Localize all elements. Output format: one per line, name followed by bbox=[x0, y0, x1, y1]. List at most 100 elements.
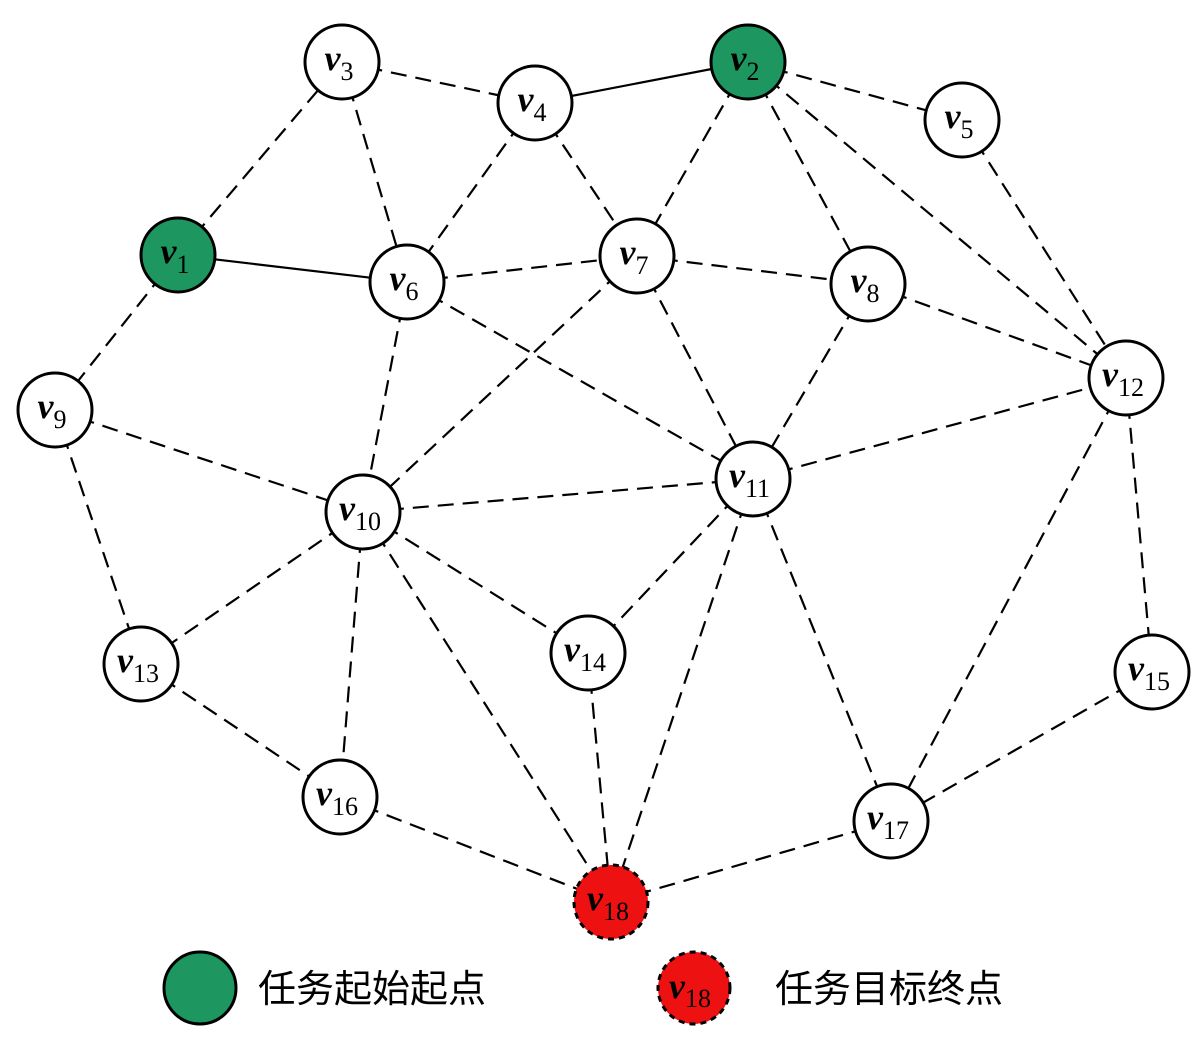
node-v4-letter: v bbox=[518, 79, 535, 119]
node-v6: v6 bbox=[368, 243, 446, 321]
node-v18: v18 bbox=[572, 863, 650, 941]
node-v11: v11 bbox=[714, 440, 792, 518]
node-v9: v9 bbox=[16, 371, 94, 449]
legend-start-label: 任务起始起点 bbox=[258, 967, 486, 1011]
edge-v6-v7 bbox=[406, 254, 638, 284]
node-v12-circle bbox=[1087, 339, 1165, 417]
node-v13-sub: 13 bbox=[133, 659, 159, 688]
edge-v15-v17 bbox=[890, 671, 1153, 822]
node-v14: v14 bbox=[549, 614, 627, 692]
edge-v11-v17 bbox=[751, 478, 893, 822]
node-v14-letter: v bbox=[564, 629, 581, 669]
edge-v11-v14 bbox=[587, 478, 754, 654]
edge-v14-v18 bbox=[586, 652, 613, 903]
node-v15-circle bbox=[1113, 633, 1191, 711]
node-v10: v10 bbox=[324, 473, 402, 551]
node-v2: v2 bbox=[709, 23, 787, 101]
node-v11-sub: 11 bbox=[745, 474, 770, 503]
node-v9-label: v9 bbox=[38, 386, 67, 434]
edge-v17-v18 bbox=[610, 819, 892, 904]
node-v16: v16 bbox=[301, 758, 379, 836]
node-v6-label: v6 bbox=[390, 258, 419, 306]
node-v12: v12 bbox=[1087, 339, 1165, 417]
node-v2-letter: v bbox=[731, 38, 748, 78]
node-v10-circle bbox=[324, 473, 402, 551]
node-v10-letter: v bbox=[339, 488, 356, 528]
node-v2-sub: 2 bbox=[746, 57, 759, 86]
node-v1: v1 bbox=[139, 216, 217, 294]
node-v4-sub: 4 bbox=[533, 98, 546, 127]
node-v11-label: v11 bbox=[729, 455, 770, 503]
node-v3-label: v3 bbox=[325, 38, 354, 86]
node-v5-letter: v bbox=[945, 96, 962, 136]
node-v17-sub: 17 bbox=[883, 816, 909, 845]
legend-target-node-letter: v bbox=[669, 966, 686, 1006]
node-v7: v7 bbox=[598, 217, 676, 295]
node-v13: v13 bbox=[102, 625, 180, 703]
node-v11-letter: v bbox=[729, 455, 746, 495]
node-v7-label: v7 bbox=[620, 232, 649, 280]
node-v16-circle bbox=[301, 758, 379, 836]
node-v9-letter: v bbox=[38, 386, 55, 426]
legend-target-node-label: v18 bbox=[669, 966, 711, 1013]
node-v8-letter: v bbox=[851, 260, 868, 300]
edge-v5-v12 bbox=[961, 119, 1127, 379]
edge-v7-v10 bbox=[362, 255, 638, 513]
node-v4-label: v4 bbox=[518, 79, 547, 127]
edge-v7-v11 bbox=[636, 255, 754, 480]
node-v17: v17 bbox=[852, 782, 930, 860]
legend: 任务起始起点 v18 任务目标终点 bbox=[162, 950, 1003, 1026]
node-v8: v8 bbox=[829, 245, 907, 323]
edge-v9-v10 bbox=[54, 408, 364, 514]
edge-v8-v12 bbox=[867, 282, 1127, 380]
node-v7-letter: v bbox=[620, 232, 637, 272]
node-v15-sub: 15 bbox=[1144, 667, 1170, 696]
edges-layer bbox=[53, 60, 1154, 904]
node-v1-sub: 1 bbox=[176, 250, 189, 279]
edge-v11-v12 bbox=[752, 376, 1127, 481]
node-v13-label: v13 bbox=[117, 640, 159, 688]
node-v17-letter: v bbox=[867, 797, 884, 837]
edge-v6-v10 bbox=[361, 281, 409, 513]
legend-target: v18 任务目标终点 bbox=[656, 950, 1003, 1026]
node-v9-circle bbox=[16, 371, 94, 449]
node-v16-letter: v bbox=[316, 773, 333, 813]
node-v7-circle bbox=[598, 217, 676, 295]
legend-start-swatch bbox=[162, 950, 238, 1026]
node-v16-sub: 16 bbox=[332, 792, 358, 821]
node-v15-label: v15 bbox=[1128, 648, 1170, 696]
node-v16-label: v16 bbox=[316, 773, 358, 821]
node-v13-letter: v bbox=[117, 640, 134, 680]
node-v6-letter: v bbox=[390, 258, 407, 298]
node-v1-label: v1 bbox=[161, 231, 190, 279]
node-v1-letter: v bbox=[161, 231, 178, 271]
node-v6-circle bbox=[368, 243, 446, 321]
edge-v11-v18 bbox=[609, 478, 755, 903]
node-v18-sub: 18 bbox=[603, 897, 629, 926]
node-v3-letter: v bbox=[325, 38, 342, 78]
node-v11-circle bbox=[714, 440, 792, 518]
edge-v12-v15 bbox=[1124, 377, 1154, 673]
node-v18-label: v18 bbox=[587, 878, 629, 926]
node-v1-circle bbox=[139, 216, 217, 294]
node-v14-sub: 14 bbox=[580, 648, 606, 677]
node-v12-label: v12 bbox=[1102, 354, 1144, 402]
legend-start: 任务起始起点 bbox=[162, 950, 486, 1026]
legend-target-label: 任务目标终点 bbox=[775, 967, 1003, 1011]
edge-v9-v13 bbox=[53, 409, 143, 665]
node-v7-sub: 7 bbox=[635, 251, 648, 280]
legend-target-node-sub: 18 bbox=[685, 984, 711, 1013]
node-v3-circle bbox=[303, 23, 381, 101]
node-v3-sub: 3 bbox=[340, 57, 353, 86]
edge-v12-v17 bbox=[890, 377, 1127, 822]
edge-v1-v3 bbox=[177, 61, 343, 256]
node-v17-circle bbox=[852, 782, 930, 860]
node-v9-sub: 9 bbox=[53, 405, 66, 434]
node-v3: v3 bbox=[303, 23, 381, 101]
node-v2-circle bbox=[709, 23, 787, 101]
node-v8-sub: 8 bbox=[866, 279, 879, 308]
node-v18-circle bbox=[572, 863, 650, 941]
node-v14-circle bbox=[549, 614, 627, 692]
node-v5-circle bbox=[923, 81, 1001, 159]
edge-v7-v8 bbox=[636, 254, 869, 286]
